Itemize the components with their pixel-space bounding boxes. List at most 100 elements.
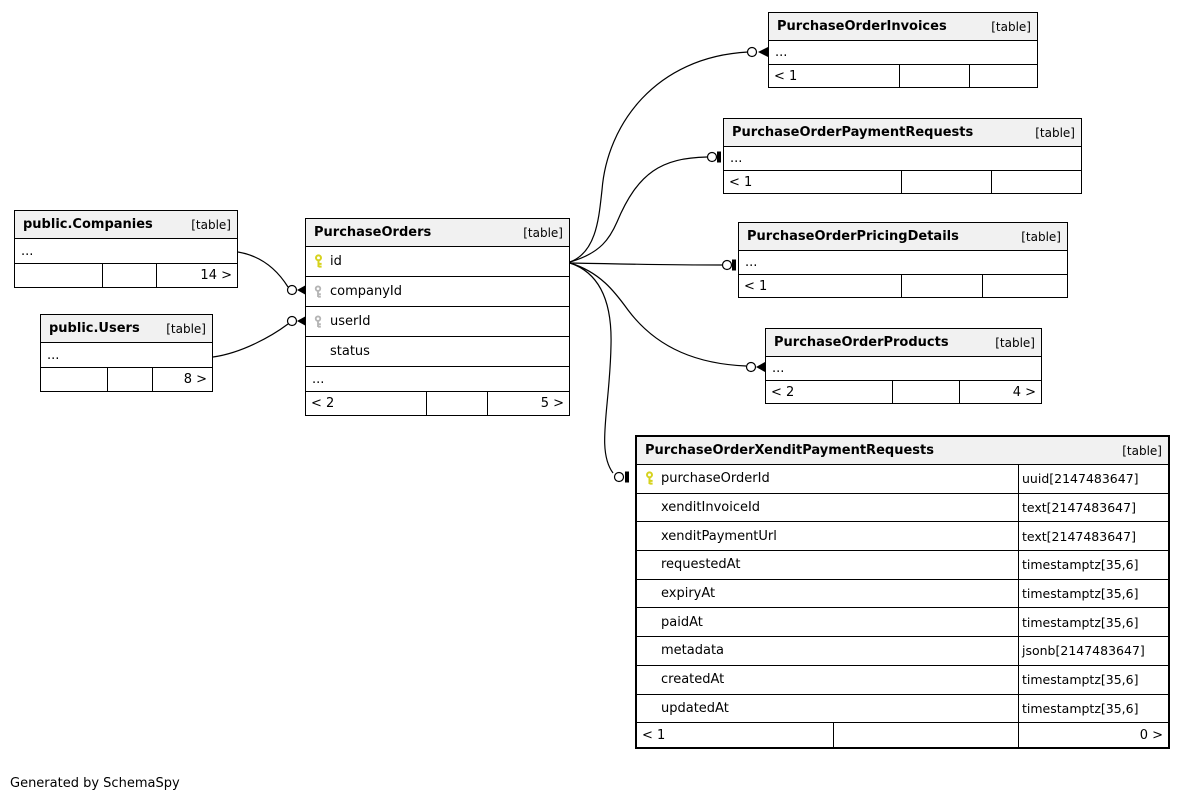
ellipsis: ... xyxy=(312,371,325,387)
columns-ellipsis-row: ... xyxy=(724,147,1081,171)
table-footer: < 1 xyxy=(739,275,1067,297)
footer-parents-count: 0 > xyxy=(1018,723,1168,748)
connector-purchaseorders-xendit xyxy=(569,262,614,474)
ellipsis: ... xyxy=(772,361,785,376)
column-name: userId xyxy=(330,314,371,329)
column-type: timestamptz[35,6] xyxy=(1018,665,1168,694)
table-title[interactable]: PurchaseOrders xyxy=(314,225,432,240)
ellipsis: ... xyxy=(730,151,743,166)
one-tee-bar xyxy=(732,259,736,271)
zero-or-one-dot xyxy=(706,151,718,163)
table-title[interactable]: PurchaseOrderPaymentRequests xyxy=(732,125,974,140)
table-tag: [table] xyxy=(191,217,231,232)
footer-spacer xyxy=(899,65,969,87)
columns-ellipsis-row: ... xyxy=(41,343,212,368)
connector-users-purchaseorders xyxy=(212,323,289,358)
table-footer: < 1 xyxy=(724,171,1081,193)
table-tag: [table] xyxy=(1122,443,1162,458)
table-purchaseorders[interactable]: PurchaseOrders [table] id companyId user… xyxy=(305,218,570,416)
column-name: expiryAt xyxy=(661,586,716,602)
table-purchaseorderproducts[interactable]: PurchaseOrderProducts [table] ... < 2 4 … xyxy=(765,328,1042,404)
column-row: updatedAt timestamptz[35,6] xyxy=(637,694,1168,724)
table-tag: [table] xyxy=(1035,125,1075,140)
footer-parents-count xyxy=(991,171,1081,193)
column-type: timestamptz[35,6] xyxy=(1018,608,1168,637)
table-footer: < 1 xyxy=(769,65,1037,87)
footer-children-count xyxy=(41,368,107,391)
table-purchaseorderpaymentrequests[interactable]: PurchaseOrderPaymentRequests [table] ...… xyxy=(723,118,1082,194)
table-tag: [table] xyxy=(523,225,563,240)
footer-children-count: < 2 xyxy=(771,384,795,400)
column-row: xenditPaymentUrl text[2147483647] xyxy=(637,522,1168,552)
table-public-users[interactable]: public.Users [table] ... 8 > xyxy=(40,314,213,392)
table-header: PurchaseOrderXenditPaymentRequests [tabl… xyxy=(637,437,1168,465)
column-name: status xyxy=(330,344,370,359)
table-title[interactable]: public.Companies xyxy=(23,217,153,232)
primary-key-icon xyxy=(313,254,325,269)
table-title[interactable]: PurchaseOrderInvoices xyxy=(777,19,947,34)
column-type: text[2147483647] xyxy=(1018,493,1168,522)
footer-spacer xyxy=(102,264,156,287)
ellipsis: ... xyxy=(47,347,60,363)
columns-ellipsis-row: ... xyxy=(769,41,1037,65)
generator-note: Generated by SchemaSpy xyxy=(10,776,180,791)
zero-or-one-dot xyxy=(745,361,757,373)
table-title[interactable]: PurchaseOrderXenditPaymentRequests xyxy=(645,443,934,458)
column-name: paidAt xyxy=(661,614,703,630)
table-public-companies[interactable]: public.Companies [table] ... 14 > xyxy=(14,210,238,288)
columns-ellipsis-row: ... xyxy=(15,239,237,264)
footer-parents-count: 14 > xyxy=(156,264,237,287)
table-purchaseorderpricingdetails[interactable]: PurchaseOrderPricingDetails [table] ... … xyxy=(738,222,1068,298)
primary-key-icon xyxy=(644,471,656,486)
table-header: PurchaseOrders [table] xyxy=(306,219,569,247)
column-row: paidAt timestamptz[35,6] xyxy=(637,608,1168,638)
one-tee-bar xyxy=(625,471,629,483)
footer-spacer xyxy=(426,392,487,415)
table-tag: [table] xyxy=(995,335,1035,350)
column-row: requestedAt timestamptz[35,6] xyxy=(637,551,1168,580)
table-purchaseorderinvoices[interactable]: PurchaseOrderInvoices [table] ... < 1 xyxy=(768,12,1038,88)
column-row: createdAt timestamptz[35,6] xyxy=(637,665,1168,695)
table-purchaseorderxenditpaymentrequests[interactable]: PurchaseOrderXenditPaymentRequests [tabl… xyxy=(635,435,1170,750)
column-name: purchaseOrderId xyxy=(661,471,770,487)
table-footer: < 2 5 > xyxy=(306,392,569,415)
table-title[interactable]: public.Users xyxy=(49,321,140,336)
column-name: updatedAt xyxy=(661,700,729,716)
column-row: xenditInvoiceId text[2147483647] xyxy=(637,493,1168,523)
zero-or-one-dot xyxy=(721,259,733,271)
table-title[interactable]: PurchaseOrderPricingDetails xyxy=(747,229,959,244)
table-header: PurchaseOrderPricingDetails [table] xyxy=(739,223,1067,251)
table-header: public.Users [table] xyxy=(41,315,212,343)
footer-children-count: < 1 xyxy=(744,278,768,294)
column-type: timestamptz[35,6] xyxy=(1018,551,1168,579)
table-header: PurchaseOrderPaymentRequests [table] xyxy=(724,119,1081,147)
footer-children-count: < 1 xyxy=(642,727,666,743)
foreign-key-icon xyxy=(313,284,325,299)
ellipsis: ... xyxy=(775,45,788,60)
footer-spacer xyxy=(901,171,991,193)
footer-parents-count: 5 > xyxy=(487,392,569,415)
footer-parents-count xyxy=(969,65,1037,87)
table-title[interactable]: PurchaseOrderProducts xyxy=(774,335,949,350)
table-header: PurchaseOrderProducts [table] xyxy=(766,329,1041,357)
columns-ellipsis-row: ... xyxy=(306,367,569,392)
column-row: companyId xyxy=(306,277,569,307)
many-arrowhead xyxy=(756,362,765,372)
footer-children-count xyxy=(15,264,102,287)
connector-purchaseorders-invoices xyxy=(569,51,749,263)
table-footer: 8 > xyxy=(41,368,212,391)
zero-or-one-dot xyxy=(286,284,298,296)
footer-children-count: < 1 xyxy=(729,174,753,190)
table-header: PurchaseOrderInvoices [table] xyxy=(769,13,1037,41)
column-name: companyId xyxy=(330,284,403,299)
table-header: public.Companies [table] xyxy=(15,211,237,239)
table-tag: [table] xyxy=(1021,229,1061,244)
connector-purchaseorders-pricingdetails xyxy=(569,262,723,266)
footer-parents-count xyxy=(982,275,1067,297)
zero-or-one-dot xyxy=(613,471,625,483)
column-name: id xyxy=(330,254,342,269)
column-type: timestamptz[35,6] xyxy=(1018,579,1168,608)
many-arrowhead xyxy=(297,285,306,295)
column-name: createdAt xyxy=(661,672,725,688)
